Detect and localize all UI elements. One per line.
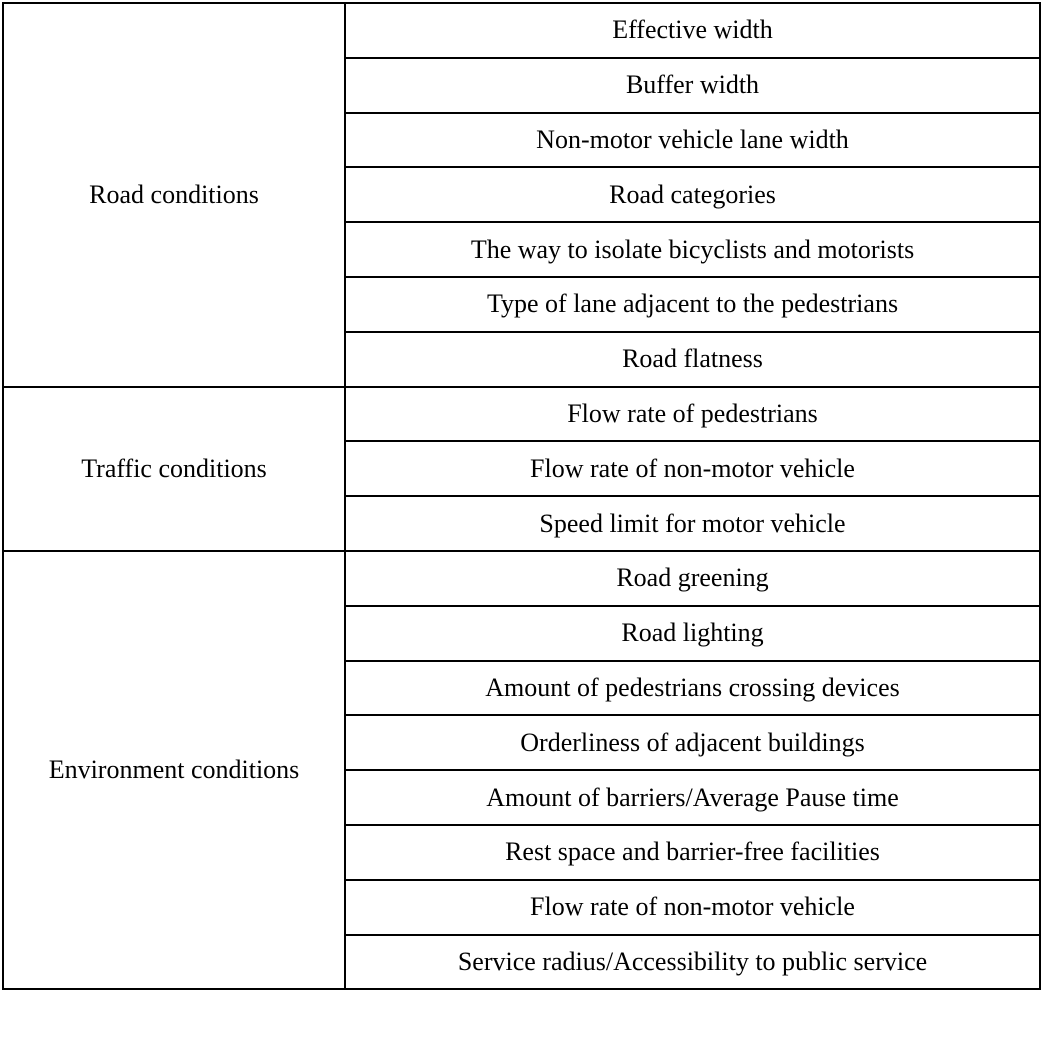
table-row: Traffic conditions Flow rate of pedestri… bbox=[2, 385, 1041, 552]
table-row: Type of lane adjacent to the pedestrians bbox=[3, 275, 1041, 333]
indicator-cell: Flow rate of pedestrians bbox=[344, 385, 1041, 443]
indicator-cell: Amount of pedestrians crossing devices bbox=[344, 659, 1041, 717]
indicator-cell: Road lighting bbox=[344, 604, 1041, 662]
table-row: Amount of pedestrians crossing devices bbox=[3, 659, 1041, 717]
indicator-cell: Non-motor vehicle lane width bbox=[344, 111, 1041, 169]
table-row: Flow rate of non-motor vehicle bbox=[3, 878, 1041, 936]
indicator-cell: Road categories bbox=[344, 166, 1041, 224]
indicator-cell: Speed limit for motor vehicle bbox=[344, 495, 1041, 552]
indicator-cell: Flow rate of non-motor vehicle bbox=[344, 440, 1041, 498]
table-row: Flow rate of non-motor vehicle bbox=[3, 440, 1041, 498]
table-row: Amount of barriers/Average Pause time bbox=[3, 769, 1041, 826]
indicator-cell: Amount of barriers/Average Pause time bbox=[344, 769, 1041, 826]
table-row: Non-motor vehicle lane width bbox=[3, 111, 1041, 169]
table-row: Orderliness of adjacent buildings bbox=[3, 714, 1041, 772]
table-row: Environment conditions Road greening bbox=[2, 549, 1041, 991]
table-row: Road flatness bbox=[3, 330, 1041, 388]
indicator-cell: Effective width bbox=[344, 2, 1041, 59]
indicator-cell: Service radius/Accessibility to public s… bbox=[344, 933, 1041, 991]
table-row: Speed limit for motor vehicle bbox=[3, 495, 1041, 552]
category-cell-traffic: Traffic conditions bbox=[2, 385, 346, 552]
indicator-cell: The way to isolate bicyclists and motori… bbox=[344, 221, 1041, 278]
table-row: The way to isolate bicyclists and motori… bbox=[3, 221, 1041, 278]
indicator-cell: Road flatness bbox=[344, 330, 1041, 388]
table-row: Road lighting bbox=[3, 604, 1041, 662]
table-row: Rest space and barrier-free facilities bbox=[3, 823, 1041, 881]
category-cell-road: Road conditions bbox=[2, 2, 346, 388]
indicator-cell: Rest space and barrier-free facilities bbox=[344, 823, 1041, 881]
indicator-cell: Type of lane adjacent to the pedestrians bbox=[344, 275, 1041, 333]
table-row: Buffer width bbox=[3, 56, 1041, 114]
indicator-cell: Orderliness of adjacent buildings bbox=[344, 714, 1041, 772]
indicator-cell: Road greening bbox=[344, 549, 1041, 607]
indicator-cell: Buffer width bbox=[344, 56, 1041, 114]
table-row: Road categories bbox=[3, 166, 1041, 224]
category-cell-environment: Environment conditions bbox=[2, 549, 346, 991]
indicator-table: Road conditions Effective width Buffer w… bbox=[2, 2, 1041, 991]
table-row: Service radius/Accessibility to public s… bbox=[3, 933, 1041, 991]
indicator-cell: Flow rate of non-motor vehicle bbox=[344, 878, 1041, 936]
table-row: Road conditions Effective width bbox=[2, 2, 1041, 388]
